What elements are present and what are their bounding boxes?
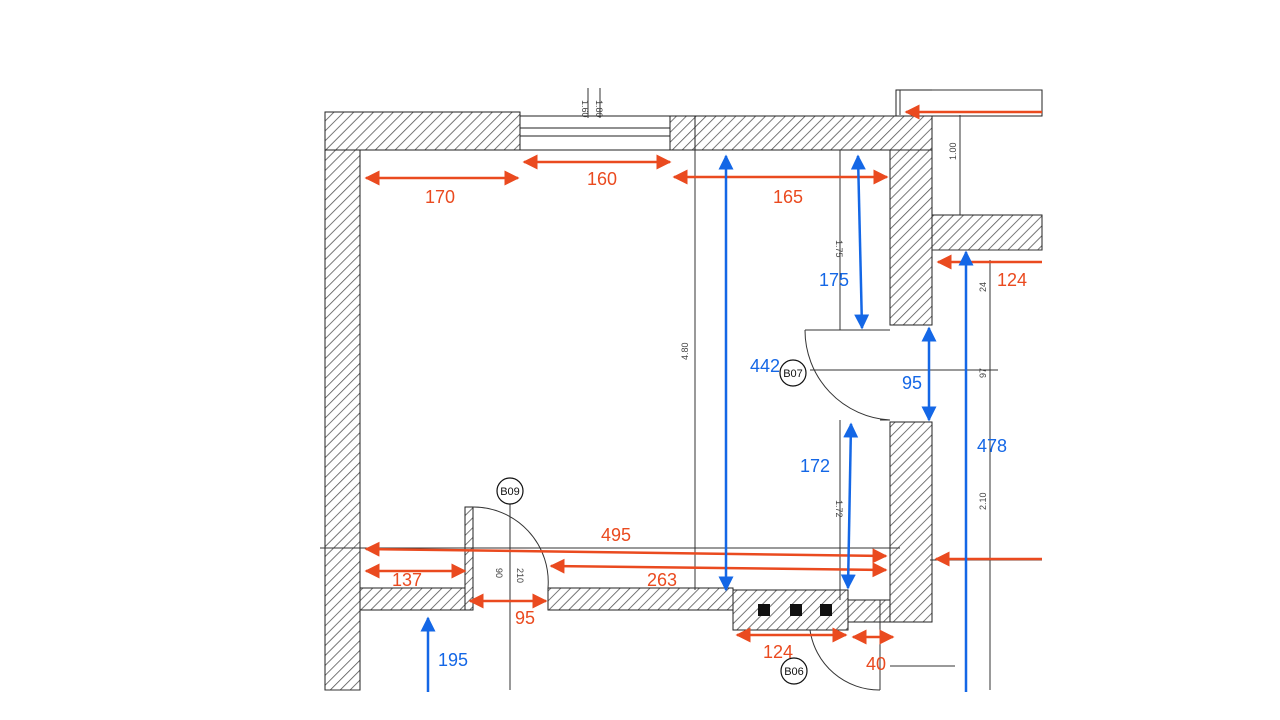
plan-text-100: 1.00 — [948, 142, 958, 160]
blue-arrow-175 — [850, 154, 870, 330]
plan-text-172: 1.72 — [834, 500, 844, 518]
tag-b09: B09 — [496, 477, 524, 505]
wall-bottom-middle — [547, 587, 734, 611]
label-263: 263 — [647, 570, 677, 590]
blue-dimension-labels: 442 175 95 172 478 195 — [438, 270, 1007, 670]
label-165: 165 — [773, 187, 803, 207]
label-160: 160 — [587, 169, 617, 189]
label-195: 195 — [438, 650, 468, 670]
plan-text-97: 97 — [978, 368, 988, 378]
wall-top-right — [694, 115, 933, 151]
label-124-bottom: 124 — [763, 642, 793, 662]
walls — [324, 89, 1043, 691]
wall-top-left — [324, 111, 521, 151]
blue-dimension-lines — [420, 154, 974, 692]
plan-annotations: 1.60 1.80 4.80 1.75 1.72 2.10 1.00 24 97… — [494, 100, 988, 583]
label-175: 175 — [819, 270, 849, 290]
door-swing-b09 — [472, 506, 549, 589]
red-arrow-495 — [364, 541, 888, 564]
label-170: 170 — [425, 187, 455, 207]
plan-text-180: 1.80 — [594, 100, 604, 118]
svg-text:B09: B09 — [500, 486, 520, 498]
wall-right-lower — [889, 421, 933, 623]
plan-text-175: 1.75 — [834, 240, 844, 258]
label-95-door: 95 — [902, 373, 922, 393]
blue-arrow-172 — [840, 422, 859, 590]
label-442: 442 — [750, 356, 780, 376]
plan-text-24: 24 — [978, 282, 988, 292]
label-495: 495 — [601, 525, 631, 545]
door-tags: B07 B09 B06 — [496, 359, 808, 685]
red-dimension-labels: 170 160 165 124 495 137 95 263 124 40 — [392, 169, 1027, 674]
door-jamb-b09 — [464, 506, 474, 611]
door-swing-b07 — [804, 329, 891, 421]
plan-text-210b: 210 — [515, 568, 525, 583]
plan-text-90: 90 — [494, 568, 504, 578]
wall-bottom-right — [847, 599, 891, 623]
label-40: 40 — [866, 654, 886, 674]
wall-adjacent-top — [931, 214, 1043, 251]
window-top — [519, 115, 671, 151]
plan-text-210: 2.10 — [978, 492, 988, 510]
label-95-bottom: 95 — [515, 608, 535, 628]
tag-b07: B07 — [779, 359, 807, 387]
svg-text:B07: B07 — [783, 368, 803, 380]
wall-right-upper — [889, 149, 933, 326]
label-137: 137 — [392, 570, 422, 590]
plan-text-480: 4.80 — [680, 342, 690, 360]
tag-b06: B06 — [780, 657, 808, 685]
label-124-right: 124 — [997, 270, 1027, 290]
closet-marks — [758, 604, 832, 616]
label-172: 172 — [800, 456, 830, 476]
wall-bottom-left — [359, 587, 466, 611]
label-478: 478 — [977, 436, 1007, 456]
red-arrow-263 — [549, 558, 888, 578]
plan-text-160: 1.60 — [580, 100, 590, 118]
svg-text:B06: B06 — [784, 666, 804, 678]
wall-left — [324, 149, 361, 691]
